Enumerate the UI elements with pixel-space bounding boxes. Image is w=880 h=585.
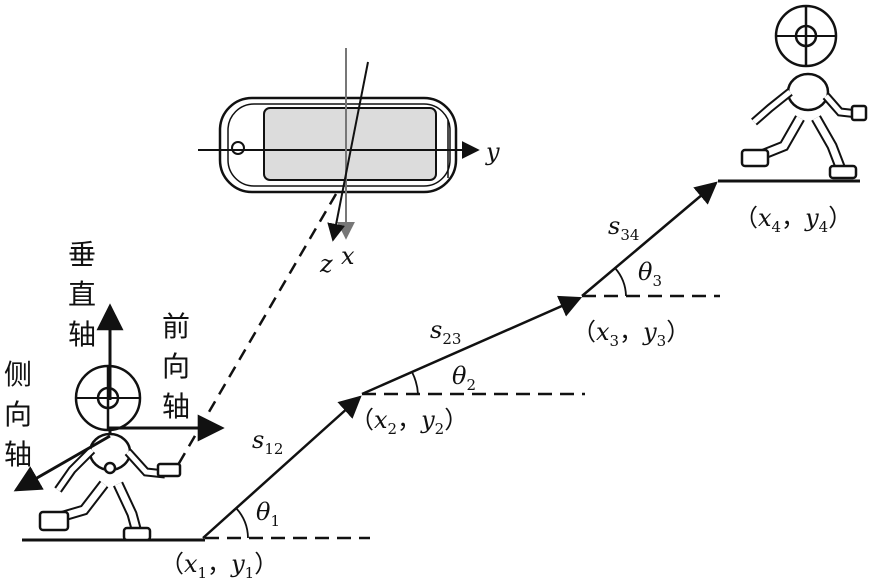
walking-person-right [740,4,868,180]
angle-arc-1 [235,507,249,539]
lateral-axis-char-2: 向 [4,398,32,431]
phone-y-label: y [485,138,500,166]
phone-link-dash [176,193,338,466]
lateral-axis-char-3: 轴 [4,438,32,471]
point-label-1: （x1，y1） [160,550,278,582]
trajectory-arrow-2 [361,295,583,396]
walking-person-left [38,312,182,542]
point-label-2: （x2，y2） [350,406,468,438]
trajectory-arrow-3 [581,181,718,297]
phone-x-label: x [341,242,355,270]
point-label-3: （x3，y3） [572,318,690,350]
vertical-axis-char-3: 轴 [68,318,96,351]
phone-z-axis [327,61,369,242]
lateral-axis-arrow [13,434,111,492]
phone-icon [218,96,458,194]
segment-label-s34: s34 [608,212,639,244]
angle-arc-3 [614,267,627,297]
lateral-axis-char-1: 侧 [4,358,32,391]
vertical-axis-label: 垂 直 轴 [68,238,96,351]
angle-label-theta3: θ3 [638,258,662,290]
phone-z-label: z [319,250,333,278]
vertical-axis-char-1: 垂 [68,238,96,271]
forward-axis-char-3: 轴 [162,390,190,423]
forward-axis-char-1: 前 [162,310,190,343]
forward-axis-char-2: 向 [162,350,190,383]
angle-label-theta2: θ2 [452,362,476,394]
angle-arc-2 [411,371,419,395]
angle-label-theta1: θ1 [256,498,280,530]
segment-label-s23: s23 [430,316,461,348]
segment-label-s12: s12 [252,426,283,458]
vertical-axis-char-2: 直 [68,278,96,311]
forward-axis-label: 前 向 轴 [162,310,190,423]
point-label-4: （x4，y4） [734,204,852,236]
lateral-axis-label: 侧 向 轴 [4,358,32,471]
trajectory-arrow-1 [202,395,362,539]
